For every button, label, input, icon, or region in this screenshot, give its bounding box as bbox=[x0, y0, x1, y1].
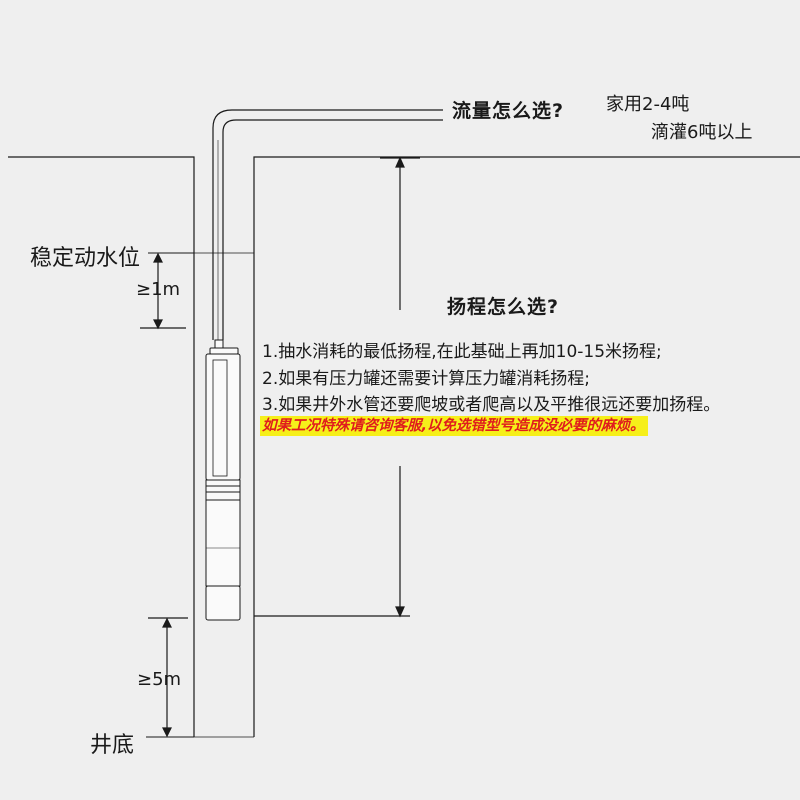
warning-note: 如果工况特殊请咨询客服,以免选错型号造成没必要的麻烦。 bbox=[260, 416, 648, 436]
head-title: 扬程怎么选? bbox=[447, 296, 560, 318]
well-bottom-label: 井底 bbox=[90, 733, 135, 758]
flow-home-use: 家用2-4吨 bbox=[606, 94, 690, 115]
submersible-pump bbox=[205, 339, 241, 621]
discharge-pipe bbox=[212, 109, 443, 340]
water-level-label: 稳定动水位 bbox=[30, 246, 141, 271]
min-depth-label: ≥1m bbox=[136, 279, 181, 300]
head-tip-3: 3.如果井外水管还要爬坡或者爬高以及平推很远还要加扬程。 bbox=[262, 395, 721, 415]
min-clearance-label: ≥5m bbox=[137, 669, 182, 690]
head-tip-1: 1.抽水消耗的最低扬程,在此基础上再加10-15米扬程; bbox=[262, 342, 662, 362]
head-tips: 1.抽水消耗的最低扬程,在此基础上再加10-15米扬程; 2.如果有压力罐还需要… bbox=[262, 339, 720, 419]
well-wall-right bbox=[253, 156, 800, 737]
well-wall-left bbox=[8, 156, 195, 737]
dimension-head bbox=[254, 156, 420, 618]
dimension-1m bbox=[140, 252, 186, 330]
head-tip-2: 2.如果有压力罐还需要计算压力罐消耗扬程; bbox=[262, 368, 590, 389]
flow-title: 流量怎么选? bbox=[452, 100, 565, 122]
dimension-5m bbox=[148, 617, 188, 738]
flow-drip-irrigation: 滴灌6吨以上 bbox=[651, 122, 753, 143]
